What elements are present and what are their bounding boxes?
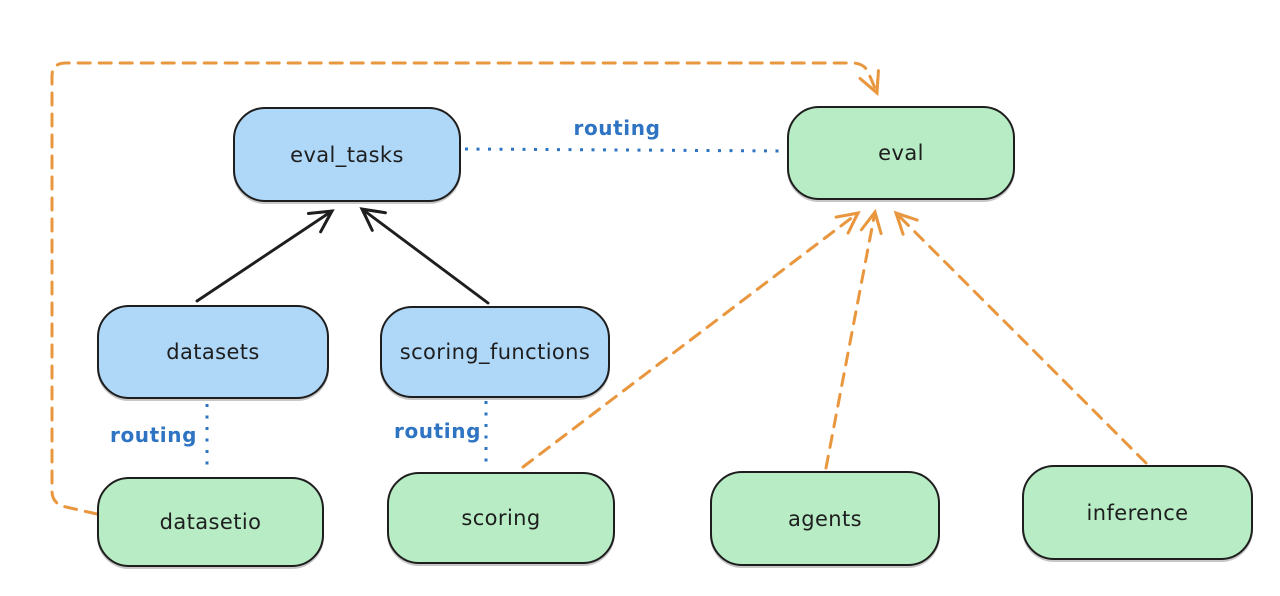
edge-agents-to-eval xyxy=(824,208,883,470)
node-eval-tasks-label: eval_tasks xyxy=(290,142,404,167)
node-datasets-label: datasets xyxy=(166,340,260,364)
node-scoring-functions: scoring_functions xyxy=(380,306,610,398)
node-datasetio: datasetio xyxy=(97,477,324,567)
edge-datasets-to-eval-tasks xyxy=(195,209,335,303)
node-inference: inference xyxy=(1022,465,1253,560)
node-inference-label: inference xyxy=(1086,500,1189,525)
edge-label-routing-eval-tasks-eval: routing xyxy=(573,116,661,140)
node-scoring-label: scoring xyxy=(461,506,541,530)
edge-eval-tasks-to-eval-routing xyxy=(464,147,784,153)
node-scoring: scoring xyxy=(387,472,615,564)
node-agents: agents xyxy=(710,471,940,566)
edge-inference-to-eval xyxy=(893,210,1148,465)
node-eval-label: eval xyxy=(878,141,924,165)
node-eval-tasks: eval_tasks xyxy=(233,107,461,202)
edge-scoring-functions-to-eval-tasks xyxy=(359,207,490,305)
edge-scoring-to-eval xyxy=(521,210,861,469)
edge-datasetio-to-eval-loop xyxy=(50,61,880,516)
node-agents-label: agents xyxy=(787,506,862,531)
edge-label-routing-datasets-datasetio: routing xyxy=(110,423,198,447)
node-datasetio-label: datasetio xyxy=(159,510,262,534)
edge-label-routing-scoring-functions-scoring: routing xyxy=(394,419,482,443)
node-eval: eval xyxy=(787,106,1015,200)
node-scoring-functions-label: scoring_functions xyxy=(399,340,591,364)
node-datasets: datasets xyxy=(97,305,329,399)
